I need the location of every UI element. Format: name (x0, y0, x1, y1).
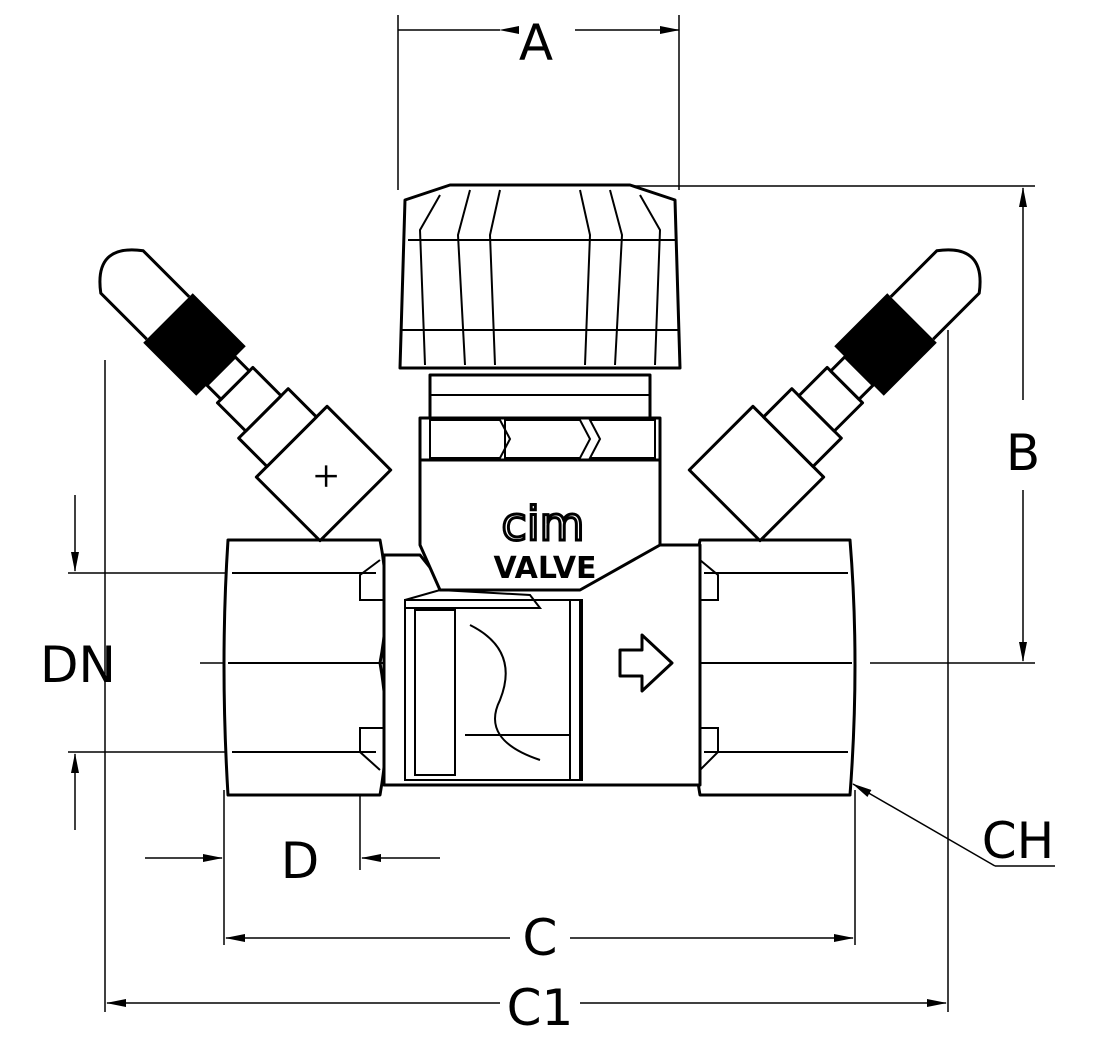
left-test-port: × (98, 248, 393, 543)
brand-logo-text: cim (502, 497, 585, 551)
dimension-label-ch: CH (982, 812, 1055, 870)
dimension-label-a: A (519, 14, 553, 72)
dimension-lines (68, 15, 1055, 1012)
dimension-label-c1: C1 (507, 979, 574, 1037)
dimension-label-b: B (1006, 424, 1040, 482)
flow-direction-arrow (618, 633, 674, 693)
valve-body: cim VALVE (222, 183, 857, 797)
product-logo-text: VALVE (493, 551, 596, 586)
dimension-label-c: C (523, 909, 558, 967)
dimension-label-dn: DN (40, 636, 116, 694)
right-test-port (687, 248, 982, 543)
dimension-label-d: D (281, 832, 320, 890)
